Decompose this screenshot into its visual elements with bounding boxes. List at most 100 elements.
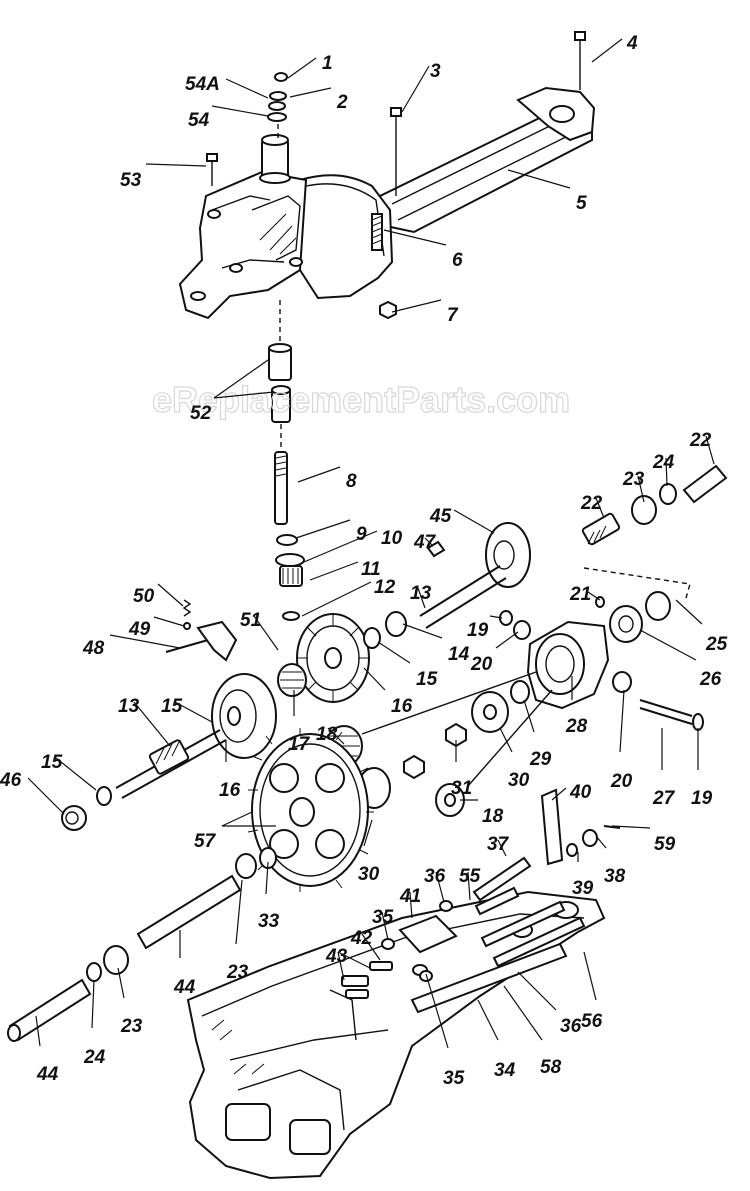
- callout-leader-c15c: [55, 757, 97, 791]
- callout-label-c35a: 35: [372, 907, 394, 928]
- callout-leader-c54: [211, 105, 269, 117]
- callout-leader-c12: [301, 581, 372, 617]
- callout-leader-c46: [27, 777, 65, 815]
- callout-label-c54a: 54A: [185, 74, 220, 95]
- callout-leader-c23c: [117, 967, 125, 999]
- callout-label-c13b: 13: [118, 696, 140, 717]
- callout-label-c20a: 20: [470, 654, 493, 675]
- callout-leader-c36b: [517, 971, 557, 1011]
- callout-leader-c44b: [35, 1015, 41, 1047]
- callout-label-c29: 29: [529, 749, 552, 770]
- callout-leader-c25: [675, 599, 703, 625]
- callout-label-c28: 28: [565, 716, 588, 737]
- callout-label-c50: 50: [133, 586, 155, 607]
- callout-leader-c3: [401, 65, 430, 113]
- callout-leader-c7: [391, 299, 442, 313]
- callout-label-c37: 37: [487, 834, 510, 855]
- callout-label-c14: 14: [448, 644, 470, 665]
- callout-label-c7: 7: [447, 305, 459, 326]
- callout-label-c44a: 44: [173, 977, 196, 998]
- callout-label-c19b: 19: [691, 788, 713, 809]
- callout-label-c48: 48: [82, 638, 105, 659]
- callout-label-c23a: 23: [622, 469, 645, 490]
- callout-leader-c55: [467, 871, 471, 901]
- callout-leader-c36a: [435, 871, 445, 903]
- callout-leader-c45: [453, 509, 495, 534]
- callout-label-c15a: 15: [416, 669, 438, 690]
- callout-label-c55: 55: [459, 866, 481, 887]
- shaft-coupling-assembly: [268, 300, 305, 621]
- callout-label-c38: 38: [604, 866, 626, 887]
- callout-label-c33: 33: [258, 911, 280, 932]
- callout-leader-c34: [477, 999, 499, 1041]
- callout-label-c27: 27: [652, 788, 676, 809]
- callout-label-c43: 43: [325, 946, 348, 967]
- callout-label-c30b: 30: [358, 864, 380, 885]
- callout-leader-c29: [523, 699, 535, 733]
- callout-leader-c23a: [637, 475, 645, 503]
- callout-leader-c53: [145, 163, 207, 167]
- callout-label-c23c: 23: [120, 1016, 143, 1037]
- callout-label-c56: 56: [581, 1011, 603, 1032]
- callout-label-c4: 4: [626, 33, 638, 54]
- callout-leader-c13a: [417, 587, 426, 609]
- callout-label-c16a: 16: [391, 696, 413, 717]
- callout-label-c8: 8: [346, 471, 357, 492]
- callout-leader-c23b: [235, 879, 243, 945]
- callout-label-c41: 41: [399, 886, 421, 907]
- callout-label-c5: 5: [576, 193, 587, 214]
- callout-label-c1: 1: [322, 53, 333, 74]
- callout-label-c18b: 18: [482, 806, 504, 827]
- callout-label-c49: 49: [128, 619, 151, 640]
- callout-label-c39: 39: [572, 878, 594, 899]
- right-axle-parts: [361, 464, 728, 902]
- callout-label-c24a: 24: [652, 452, 675, 473]
- callout-leader-c51: [253, 615, 279, 651]
- callout-leader-c52: [213, 359, 269, 399]
- callout-label-c9: 9: [356, 524, 367, 545]
- callout-label-c15c: 15: [41, 752, 63, 773]
- callout-label-c57: 57: [194, 831, 217, 852]
- callout-label-c36a: 36: [424, 866, 446, 887]
- callout-leader-c6: [383, 229, 447, 246]
- callout-leader-c13b: [133, 701, 171, 747]
- upper-axle-housing: [178, 31, 596, 320]
- callout-leader-c59: [611, 825, 651, 829]
- callout-leader-c8: [297, 466, 341, 483]
- callout-leader-c24b: [91, 979, 95, 1029]
- callout-label-c3: 3: [430, 61, 441, 82]
- callout-leader-c41: [409, 891, 413, 919]
- watermark-text: eReplacementParts.com: [152, 379, 570, 420]
- callout-label-c22a: 22: [689, 430, 712, 451]
- callout-label-c18a: 18: [316, 724, 338, 745]
- callout-leader-c58: [503, 985, 543, 1041]
- callout-label-c20b: 20: [610, 771, 633, 792]
- callout-leader-c38: [595, 835, 607, 849]
- callout-label-c54: 54: [188, 110, 210, 131]
- callout-label-c59: 59: [654, 834, 676, 855]
- callout-label-c30a: 30: [508, 770, 530, 791]
- callout-leader-c20b: [619, 689, 625, 753]
- callout-label-c11: 11: [361, 559, 381, 580]
- callout-label-c31: 31: [451, 778, 472, 799]
- callout-leader-c22b: [595, 497, 605, 519]
- callout-leader-c48: [109, 634, 181, 649]
- callout-leader-c37: [497, 839, 507, 857]
- callout-leader-c19a: [489, 615, 503, 619]
- callout-label-c21: 21: [569, 584, 591, 605]
- callout-leader-c35b: [425, 973, 449, 1049]
- callout-leader-c30a: [499, 727, 513, 753]
- callout-leader-c1: [287, 57, 317, 79]
- callout-leader-c20a: [495, 631, 519, 649]
- callout-label-c34: 34: [494, 1060, 516, 1081]
- callout-leader-c11: [309, 561, 359, 581]
- callout-label-c22b: 22: [580, 493, 603, 514]
- callout-label-c53: 53: [120, 170, 142, 191]
- callout-leader-c35a: [381, 911, 389, 941]
- callout-leader-c21: [587, 591, 601, 601]
- callout-label-c6: 6: [452, 250, 463, 271]
- callout-leader-c43: [337, 951, 345, 981]
- callout-leader-c15a: [377, 641, 411, 664]
- callout-label-c12: 12: [374, 577, 396, 598]
